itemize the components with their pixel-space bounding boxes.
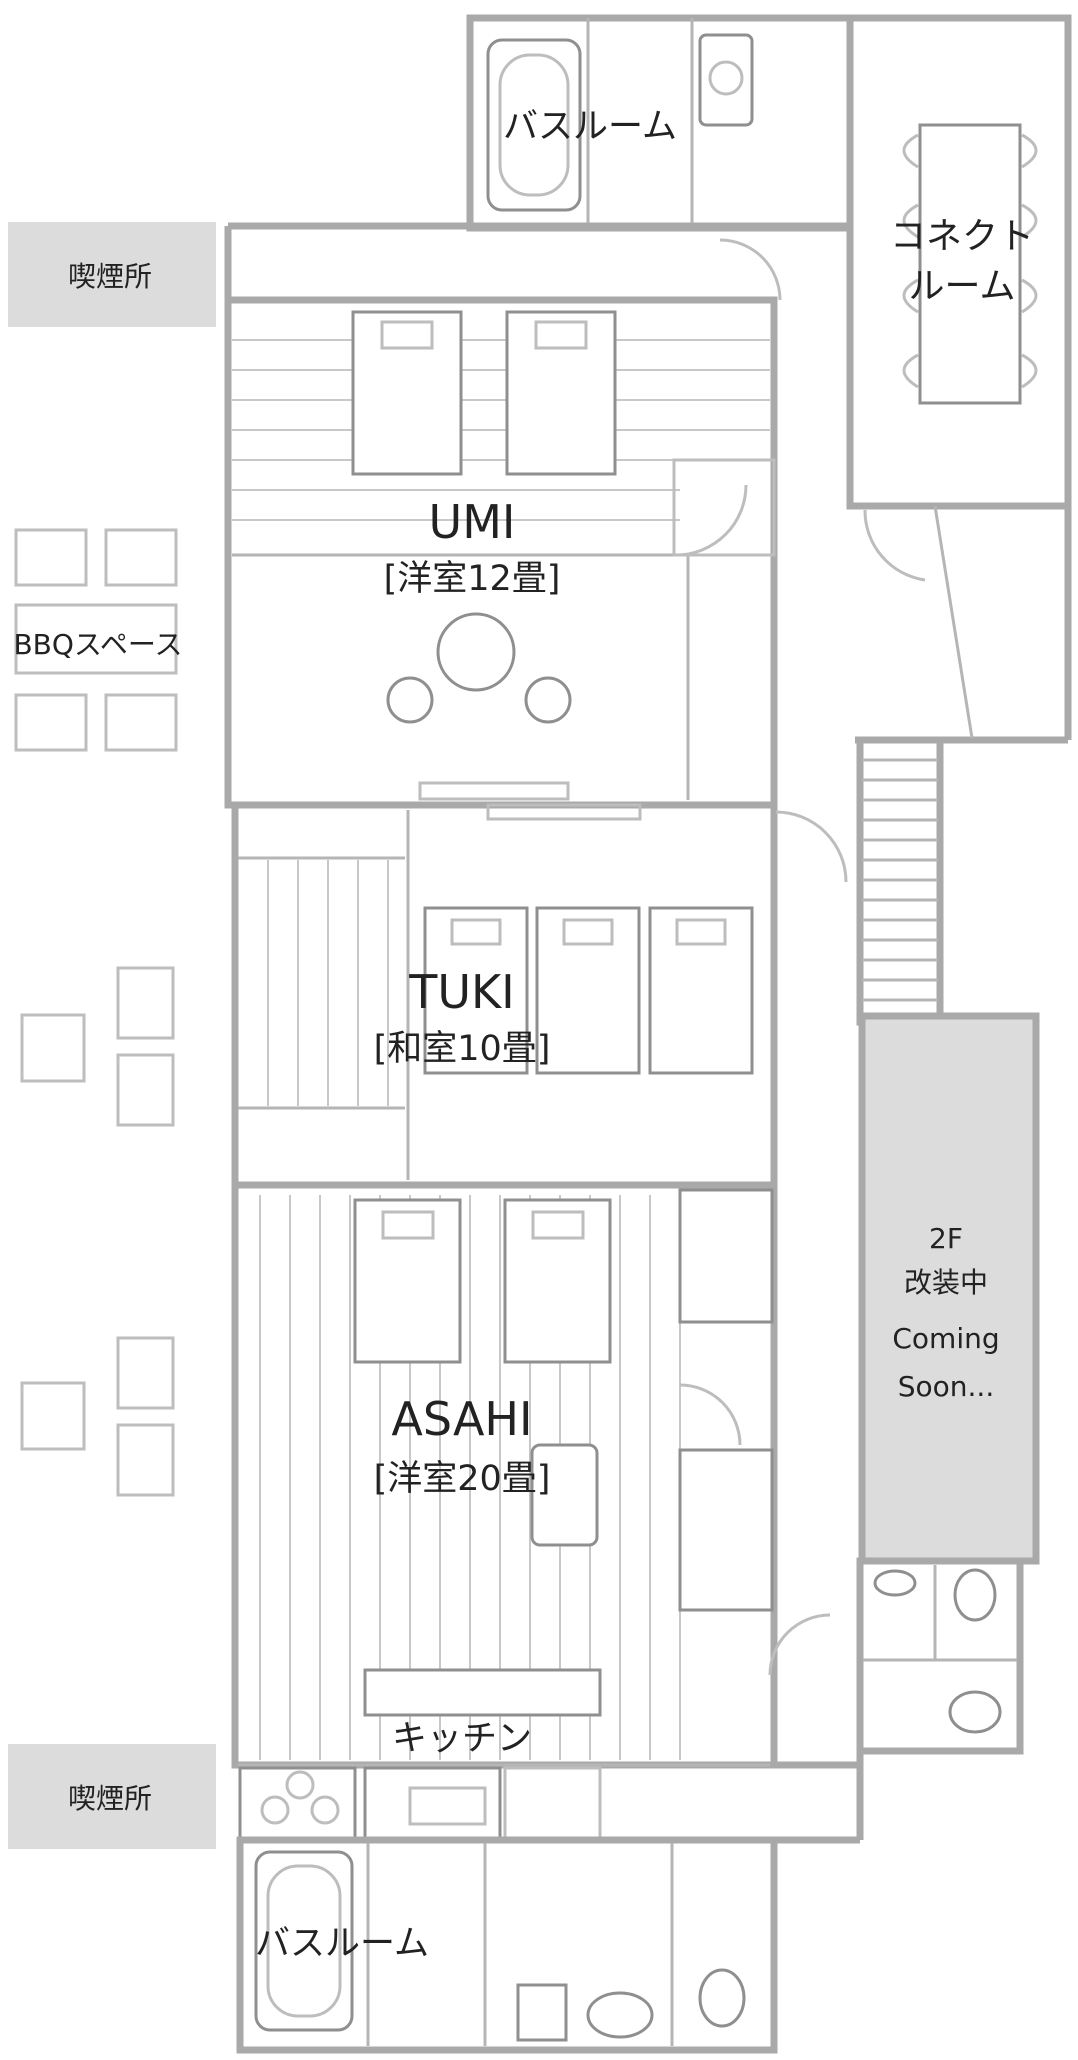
top-bathroom-block [466,14,854,232]
connect-room-table [918,123,1022,405]
toilet-right-2 [948,1690,1002,1734]
kitchen-sink [363,1766,502,1842]
bbq-space-label: BBQスペース [13,628,182,661]
smoking-area-bottom-label: 喫煙所 [68,1782,152,1815]
tuki-room [231,801,848,1189]
tuki-futon-3 [648,906,754,1075]
bathtub-top [486,38,582,212]
bottom-bathroom-block [236,1836,778,2054]
asahi-bed-1 [353,1198,462,1364]
connect-room-label-line2: ルーム [909,266,1016,307]
umi-bed-1 [351,310,463,476]
bathroom-bottom-label: バスルーム [255,1924,429,1964]
second-floor-label-1: 2F [929,1222,963,1255]
smoking-area-top [8,222,216,327]
asahi-sofa [530,1443,599,1547]
asahi-bed-2 [503,1198,612,1364]
toilet-right-1 [953,1568,997,1622]
second-floor-label-3: Coming [892,1322,999,1355]
bathroom-top-label: バスルーム [503,107,677,147]
stairs [856,736,944,1026]
asahi-room [231,1181,778,1769]
smoking-area-top-label: 喫煙所 [68,260,152,293]
kitchen-area [238,1763,770,1842]
kitchen-counter [363,1668,602,1717]
tuki-room-detail: [和室10畳] [374,1029,551,1069]
bbq-furniture [14,528,178,752]
smoking-area-bottom [8,1744,216,1849]
right-corridor [850,502,1072,744]
tuki-futon-1 [423,906,529,1075]
connect-room [719,14,1072,510]
right-toilets [768,1557,1024,1844]
toilet-bottom [698,1968,746,2028]
tuki-room-name: TUKI [408,965,515,1019]
top-corridor [224,222,850,300]
bathtub-bottom [254,1850,354,2032]
connect-room-label-line1: コネクト [890,216,1034,257]
umi-room-detail: [洋室12畳] [384,559,561,599]
umi-bed-2 [505,310,617,476]
second-floor-label-4: Soon... [898,1370,994,1403]
umi-room [224,296,778,809]
tuki-futon-2 [535,906,641,1075]
outdoor-tables [20,966,175,1497]
second-floor-area [858,1012,1040,1565]
kitchen-label: キッチン [392,1719,532,1759]
umi-room-name: UMI [429,495,516,549]
asahi-room-name: ASAHI [391,1392,532,1446]
washbasin-top [698,33,754,127]
second-floor-label-2: 改装中 [904,1266,988,1299]
umi-table [436,612,516,692]
sink-right [873,1569,917,1597]
asahi-room-detail: [洋室20畳] [374,1459,551,1499]
